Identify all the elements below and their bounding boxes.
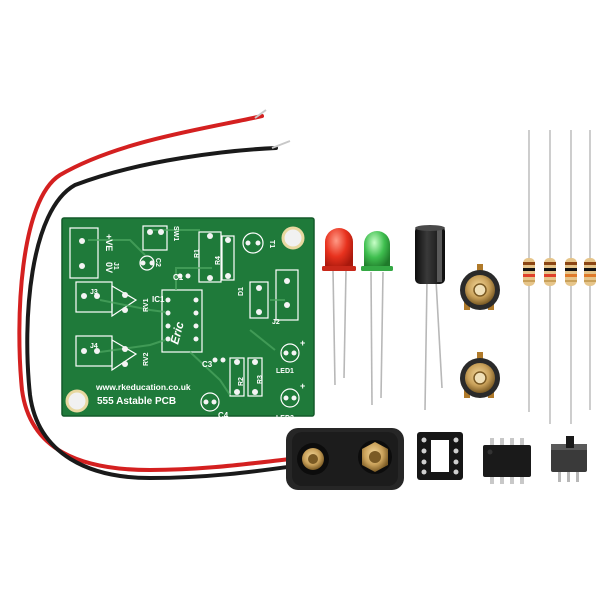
resistor-1 — [523, 130, 535, 412]
pcb-title: 555 Astable PCB — [97, 396, 176, 407]
label-r1: R1 — [194, 249, 201, 258]
label-led1: LED1 — [276, 368, 294, 375]
green-led — [361, 231, 393, 406]
label-t1: T1 — [268, 240, 275, 248]
ic-chip-555 — [483, 438, 531, 484]
mounting-hole-bl — [65, 389, 89, 413]
label-d1: D1 — [238, 287, 245, 296]
battery-wires — [17, 109, 304, 481]
pcb-traces — [88, 229, 285, 396]
label-j3: J3 — [90, 289, 98, 296]
electrolytic-capacitor — [415, 225, 445, 411]
black-wire — [25, 146, 304, 481]
label-ic1: IC1 — [152, 295, 165, 304]
label-0v: 0V — [104, 262, 114, 273]
label-j4: J4 — [90, 343, 98, 350]
pcb-signature: Eric — [167, 320, 186, 346]
pcb-url: www.rkeducation.co.uk — [95, 382, 191, 392]
slide-switch — [551, 436, 587, 482]
label-plus-ve: +VE — [104, 234, 114, 251]
pcb-board: +VE 0V J1 C2 SW1 R1 R4 T1 C1 IC1 D1 J3 R… — [61, 217, 315, 422]
label-rv1: RV1 — [143, 298, 150, 312]
label-c1: C1 — [173, 273, 184, 282]
red-led — [322, 228, 356, 386]
mounting-hole-tr — [281, 226, 305, 250]
red-wire — [17, 114, 302, 473]
resistor-2 — [544, 130, 556, 424]
pcb-pads — [79, 229, 297, 405]
label-j1: J1 — [112, 262, 119, 270]
label-plus-2: + — [300, 381, 305, 391]
label-r2: R2 — [238, 377, 245, 386]
label-c3: C3 — [202, 360, 213, 369]
resistor-3 — [565, 130, 577, 424]
label-c4: C4 — [218, 411, 229, 420]
red-wire-tip — [254, 109, 267, 119]
label-c2: C2 — [154, 258, 161, 267]
battery-clip — [286, 428, 404, 490]
label-sw1: SW1 — [172, 226, 179, 241]
resistor-4 — [584, 130, 596, 410]
ic-socket — [417, 432, 463, 480]
label-r4: R4 — [215, 256, 222, 265]
label-j2: J2 — [272, 319, 280, 326]
label-rv2: RV2 — [143, 352, 150, 366]
label-plus-1: + — [300, 338, 305, 348]
black-wire-tip — [271, 140, 291, 149]
potentiometer-2 — [460, 352, 500, 398]
label-led2: LED2 — [276, 415, 294, 422]
potentiometer-1 — [460, 264, 500, 310]
label-r3: R3 — [257, 375, 264, 384]
